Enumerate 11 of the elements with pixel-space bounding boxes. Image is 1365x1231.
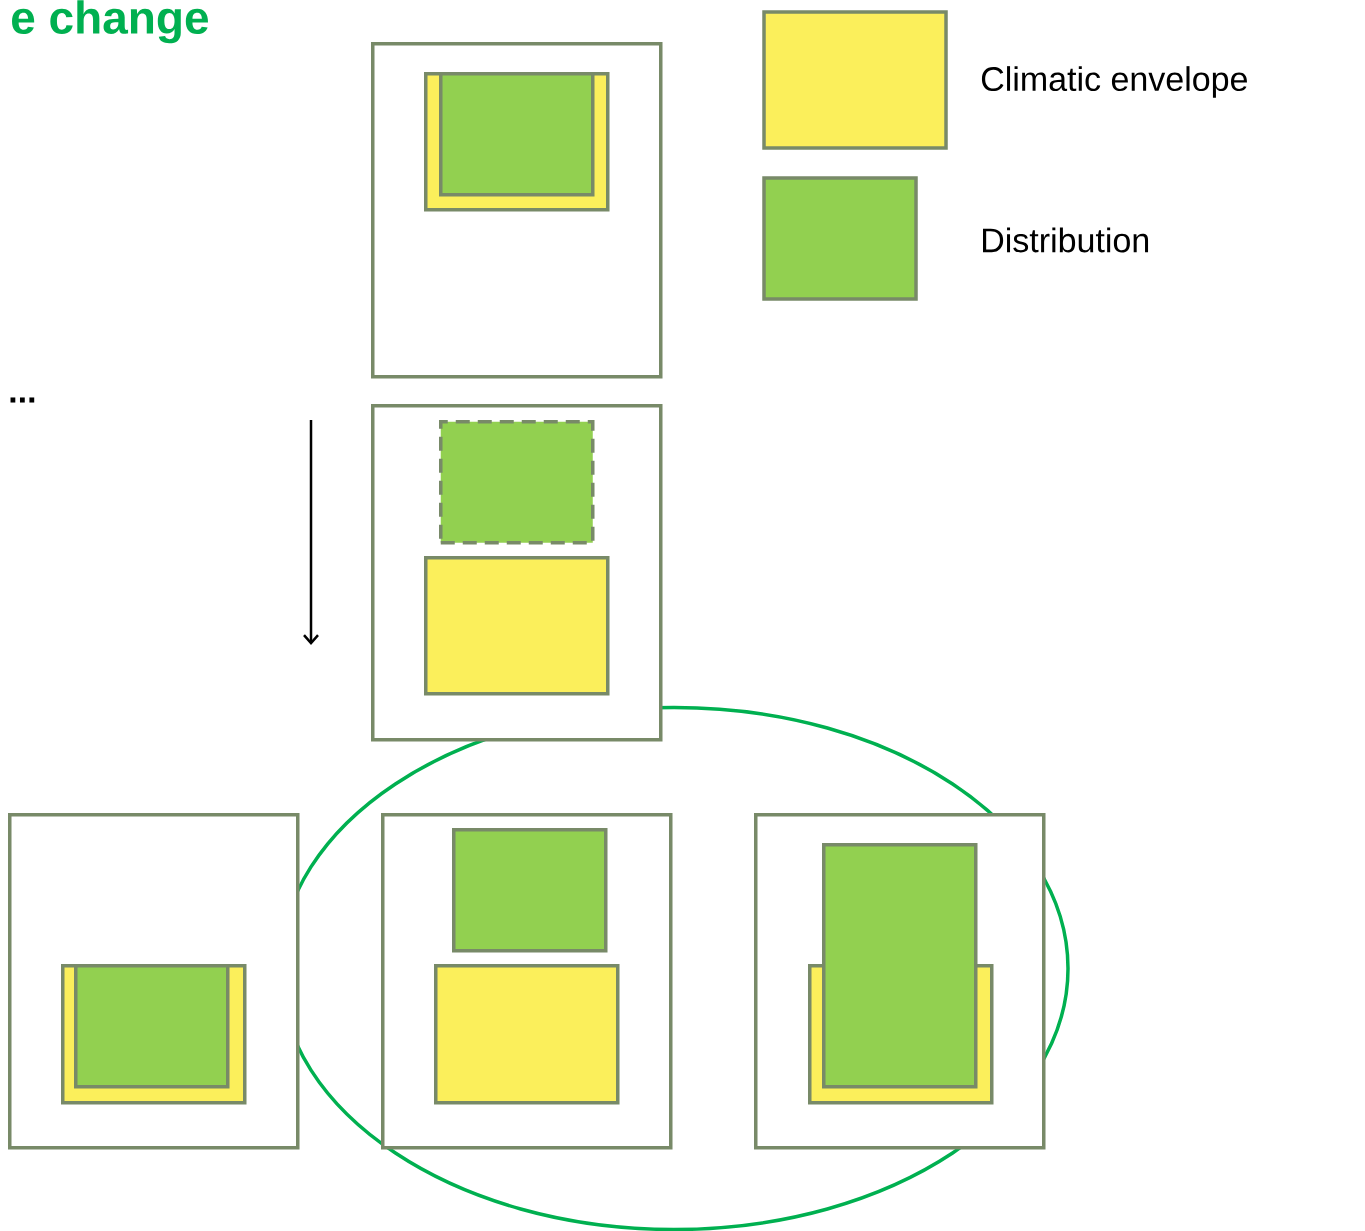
distribution-box xyxy=(74,964,230,1089)
distribution-box xyxy=(822,843,978,1089)
title: e change xyxy=(12,0,208,44)
distribution-box xyxy=(439,420,595,545)
legend-label: Climatic envelope xyxy=(981,66,1247,98)
legend-label: Distribution xyxy=(983,227,1149,253)
distribution-box xyxy=(439,72,595,197)
ellipsis-text: ... xyxy=(10,397,35,403)
envelope-box xyxy=(424,556,610,696)
distribution-box xyxy=(452,828,608,953)
envelope-box xyxy=(434,964,620,1105)
